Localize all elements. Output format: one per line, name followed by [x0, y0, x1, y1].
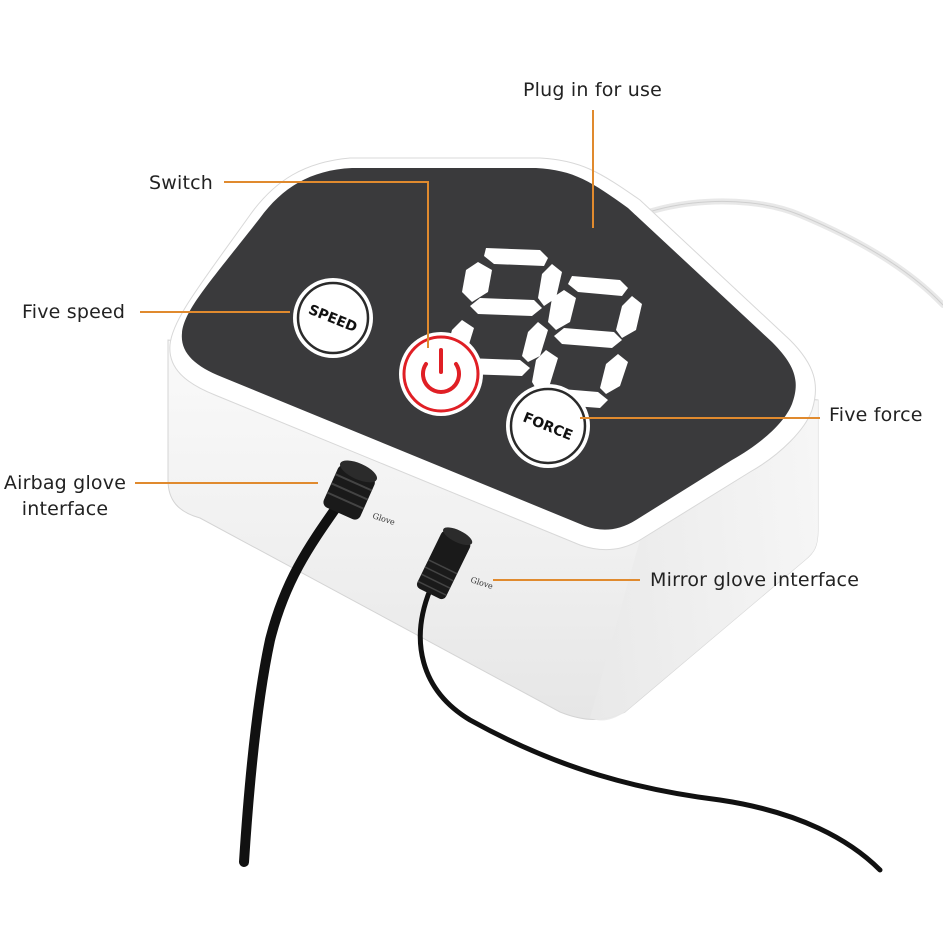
- force-button[interactable]: FORCE: [506, 384, 590, 468]
- label-airbag-glove-interface: Airbag glove interface: [2, 470, 128, 522]
- leader-lines: [135, 110, 820, 581]
- mirror-glove-cable: [417, 587, 883, 873]
- speed-button[interactable]: SPEED: [293, 278, 373, 358]
- airbag-glove-connector: [323, 460, 378, 520]
- label-airbag-line-1: Airbag glove: [3, 472, 127, 494]
- airbag-glove-cable: [239, 500, 343, 867]
- mirror-glove-connector: [416, 527, 473, 600]
- label-mirror-glove-interface: Mirror glove interface: [650, 569, 860, 591]
- leader-switch: [224, 181, 429, 348]
- label-switch: Switch: [149, 172, 214, 194]
- label-plug-in-for-use: Plug in for use: [523, 79, 663, 101]
- control-panel: [181, 168, 796, 530]
- label-airbag-line-2: interface: [21, 498, 109, 520]
- label-five-speed: Five speed: [22, 301, 126, 323]
- power-button[interactable]: [399, 332, 483, 416]
- power-icon: [421, 348, 461, 394]
- device-body: [167, 157, 819, 721]
- label-five-force: Five force: [829, 404, 923, 426]
